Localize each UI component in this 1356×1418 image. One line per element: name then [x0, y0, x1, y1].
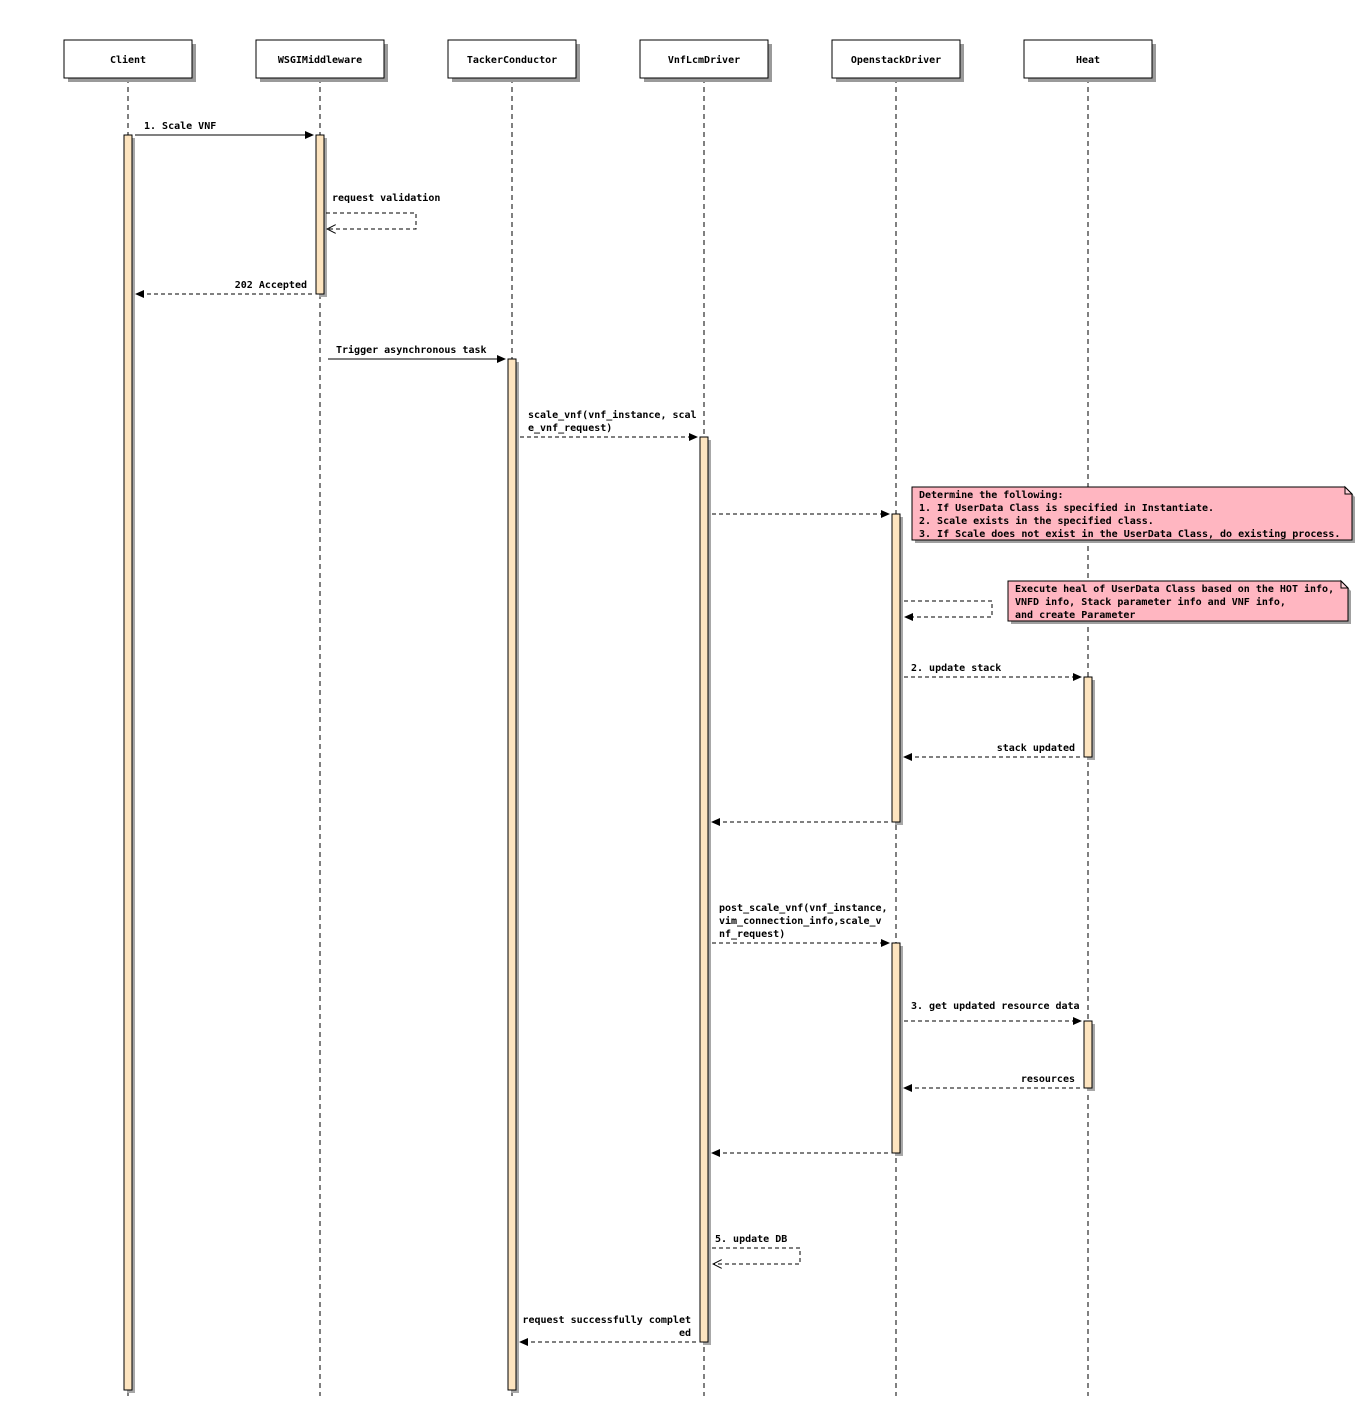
note-text-determine-note: 1. If UserData Class is specified in Ins…	[919, 502, 1214, 514]
note-execute-heal-note: Execute heal of UserData Class based on …	[1007, 579, 1351, 624]
actor-label-openstack: OpenstackDriver	[851, 54, 941, 66]
message-label-post-scale-vnf: nf_request)	[719, 929, 785, 940]
note-text-determine-note: Determine the following:	[919, 489, 1064, 501]
message-arrow-execute-heal	[904, 600, 993, 621]
lifelines-layer	[127, 78, 1089, 1396]
message-label-scale-vnf-call: scale_vnf(vnf_instance, scal	[528, 409, 697, 421]
message-request-completed: request successfully complet ed	[519, 1315, 696, 1346]
actor-label-tacker: TackerConductor	[467, 55, 557, 66]
actor-box-tacker	[447, 39, 577, 79]
message-label-resources: resources	[1021, 1074, 1075, 1085]
actor-heat: Heat	[1023, 39, 1156, 82]
actor-tacker: TackerConductor	[447, 39, 580, 82]
actors-layer: Client WSGIMiddleware TackerConductor VnfLc…	[63, 39, 1156, 82]
actor-label-wsgi: WSGIMiddleware	[278, 54, 362, 66]
actor-box-openstack	[831, 39, 961, 79]
messages-layer: 1. Scale VNF request validation 202 Accept…	[135, 121, 1082, 1346]
note-text-determine-note: 3. If Scale does not exist in the UserDa…	[919, 528, 1340, 540]
note-box-execute-heal-note	[1007, 580, 1349, 622]
activation-bar-vnflcm-3	[699, 436, 709, 1343]
message-label-post-scale-vnf: post_scale_vnf(vnf_instance,	[719, 902, 888, 914]
activation-bar-openstack-4	[891, 513, 901, 823]
message-arrow-request-validation	[326, 212, 417, 229]
note-fold-determine-note	[1344, 485, 1354, 495]
message-label-scale-vnf-call: e_vnf_request)	[528, 423, 612, 434]
actor-wsgi: WSGIMiddleware	[255, 39, 388, 82]
actor-label-heat: Heat	[1076, 55, 1100, 66]
note-fold-execute-heal-note	[1340, 579, 1350, 589]
message-execute-heal	[904, 600, 993, 621]
note-determine-note: Determine the following:1. If UserData C…	[911, 485, 1355, 543]
message-label-update-db: 5. update DB	[715, 1234, 787, 1245]
message-request-validation: request validation	[326, 192, 440, 229]
activation-bar-client-0	[123, 134, 133, 1391]
message-label-request-completed: ed	[679, 1328, 691, 1339]
activation-bar-wsgi-1	[315, 134, 325, 295]
message-label-post-scale-vnf: vim_connection_info,scale_v	[719, 915, 882, 927]
activation-bar-heat-7	[1083, 1020, 1093, 1089]
message-label-update-stack: 2. update stack	[911, 663, 1001, 674]
note-box-determine-note	[911, 486, 1353, 541]
message-label-request-completed: request successfully complet	[522, 1315, 691, 1326]
actor-client: Client	[63, 39, 196, 82]
activation-bar-openstack-6	[891, 942, 901, 1154]
message-label-trigger-async: Trigger asynchronous task	[336, 344, 487, 356]
actor-box-client	[63, 39, 193, 79]
message-get-resource-data: 3. get updated resource data	[904, 1001, 1082, 1025]
message-label-scale-vnf: 1. Scale VNF	[144, 121, 216, 132]
message-label-get-resource-data: 3. get updated resource data	[911, 1001, 1080, 1012]
activation-bar-tacker-2	[507, 358, 517, 1391]
message-update-stack: 2. update stack	[904, 663, 1082, 681]
activations-layer	[123, 134, 1095, 1393]
message-resources: resources	[903, 1074, 1080, 1092]
message-label-request-validation: request validation	[332, 192, 440, 204]
notes-layer: Determine the following:1. If UserData C…	[911, 485, 1355, 624]
note-text-execute-heal-note: and create Parameter	[1015, 610, 1135, 621]
note-text-execute-heal-note: Execute heal of UserData Class based on …	[1015, 583, 1334, 595]
actor-box-wsgi	[255, 39, 385, 79]
message-update-db: 5. update DB	[712, 1234, 801, 1264]
actor-openstack: OpenstackDriver	[831, 39, 964, 82]
note-text-determine-note: 2. Scale exists in the specified class.	[919, 515, 1154, 527]
actor-label-client: Client	[110, 54, 146, 66]
message-trigger-async: Trigger asynchronous task	[328, 344, 506, 363]
message-scale-vnf-call: scale_vnf(vnf_instance, scal e_vnf_reques…	[520, 409, 698, 441]
note-text-execute-heal-note: VNFD info, Stack parameter info and VNF …	[1015, 596, 1286, 608]
message-post-scale-vnf: post_scale_vnf(vnf_instance, vim_connect…	[712, 902, 890, 947]
message-arrow-update-db	[712, 1247, 801, 1264]
message-label-accepted: 202 Accepted	[235, 280, 307, 291]
message-scale-vnf: 1. Scale VNF	[135, 121, 314, 139]
actor-label-vnflcm: VnfLcmDriver	[668, 54, 740, 66]
message-accepted: 202 Accepted	[135, 280, 312, 298]
message-label-stack-updated: stack updated	[997, 743, 1075, 754]
actor-box-vnflcm	[639, 39, 769, 79]
message-stack-updated: stack updated	[903, 743, 1080, 761]
actor-vnflcm: VnfLcmDriver	[639, 39, 772, 82]
actor-box-heat	[1023, 39, 1153, 79]
activation-bar-heat-5	[1083, 676, 1093, 758]
